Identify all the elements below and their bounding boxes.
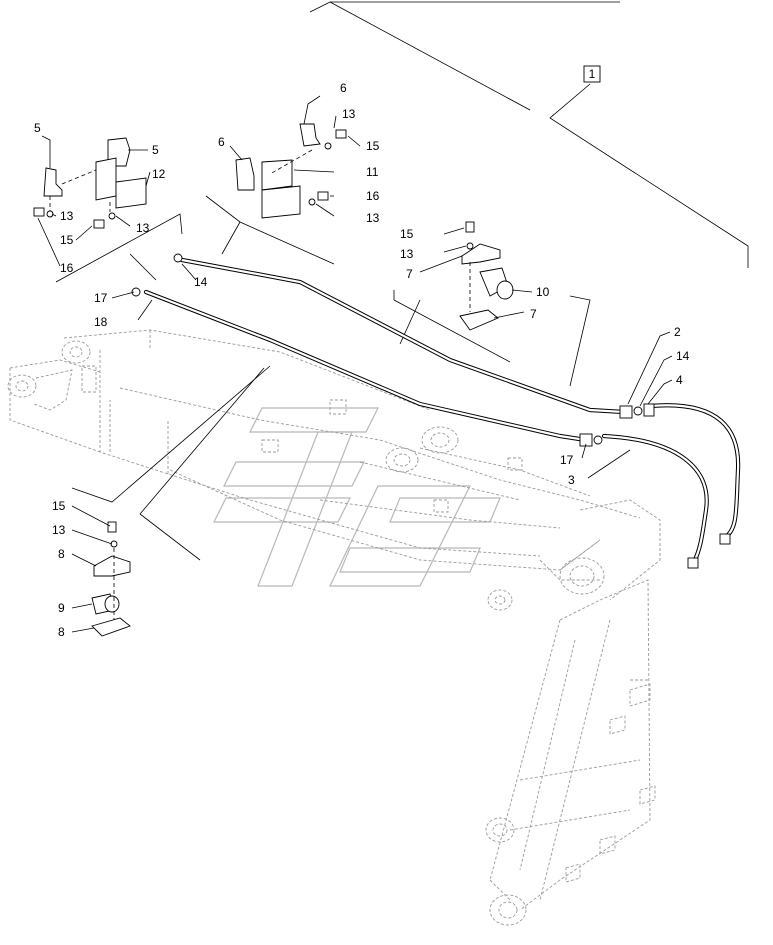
callout-5b: 5 (152, 143, 159, 157)
callout-8a: 8 (58, 547, 65, 561)
callout-13e: 13 (400, 247, 414, 261)
clamp-group-lower (91, 521, 131, 637)
callout-9: 9 (58, 601, 65, 615)
callout-12: 12 (152, 167, 166, 181)
clamp-bracket-6a (299, 123, 321, 147)
callout-4: 4 (676, 373, 683, 387)
washer-13b (108, 212, 116, 220)
callout-15d: 15 (52, 499, 66, 513)
o-ring-14a (173, 253, 183, 263)
bolt-15a (93, 219, 105, 229)
callout-13d: 13 (366, 211, 380, 225)
bracket-group-middle (235, 123, 347, 219)
callout-8b: 8 (58, 625, 65, 639)
callout-16a: 16 (60, 261, 74, 275)
washer-13a (46, 210, 54, 218)
bolt-16 (33, 207, 45, 217)
fitting-17 (579, 433, 593, 447)
callout-16b: 16 (366, 189, 380, 203)
hydraulic-lines (131, 253, 741, 569)
callout-15b: 15 (366, 139, 380, 153)
washer-13d (308, 198, 316, 206)
boom-outline (7, 329, 661, 926)
assembly-label: 1 (589, 67, 596, 81)
callout-17b: 17 (560, 453, 574, 467)
hose-3 (601, 433, 709, 565)
watermark-logo (213, 407, 501, 587)
callout-13b: 13 (136, 221, 150, 235)
fitting-2 (619, 405, 633, 419)
washer-13c (324, 142, 332, 150)
callout-6b: 6 (218, 135, 225, 149)
clamp-half-8b (91, 617, 131, 637)
leader-lines (37, 95, 673, 633)
callout-15a: 15 (60, 233, 74, 247)
clamp-half-7a (461, 243, 501, 265)
clamp-bracket-5a (43, 167, 63, 197)
clamp-half-8a (93, 555, 131, 577)
callout-15c: 15 (400, 227, 414, 241)
bolt-15c (465, 221, 475, 233)
callout-7a: 7 (406, 267, 413, 281)
callout-13c: 13 (342, 107, 356, 121)
clamp-bracket-6b (235, 157, 255, 191)
assembly-bracket: 1 (55, 1, 749, 561)
callout-11: 11 (366, 165, 379, 179)
callout-3: 3 (568, 473, 575, 487)
bolt-16b (317, 191, 329, 201)
bracket-group-left (33, 137, 147, 229)
callout-6a: 6 (340, 81, 347, 95)
bolt-15d (107, 521, 117, 533)
mounting-plate-11 (261, 159, 293, 191)
o-ring-17a (131, 287, 141, 297)
callout-14b: 14 (676, 349, 690, 363)
callout-2: 2 (674, 325, 681, 339)
callout-14a: 14 (194, 275, 208, 289)
callout-13f: 13 (52, 523, 66, 537)
callout-7b: 7 (530, 307, 537, 321)
washer-13e (466, 242, 474, 250)
callout-17a: 17 (94, 291, 108, 305)
o-ring-14 (633, 406, 643, 416)
callout-13a: 13 (60, 209, 74, 223)
bolt-15b (335, 129, 347, 139)
callout-labels: 5 5 12 13 13 15 16 6 6 13 15 11 16 13 15… (34, 81, 690, 639)
clamp-half-7b (459, 309, 499, 331)
callout-10: 10 (536, 285, 550, 299)
spacer-plate-12 (95, 157, 117, 201)
callout-5a: 5 (34, 121, 41, 135)
assembly-label-box (583, 65, 601, 83)
callout-18: 18 (94, 315, 108, 329)
clamp-group-right (459, 221, 514, 331)
